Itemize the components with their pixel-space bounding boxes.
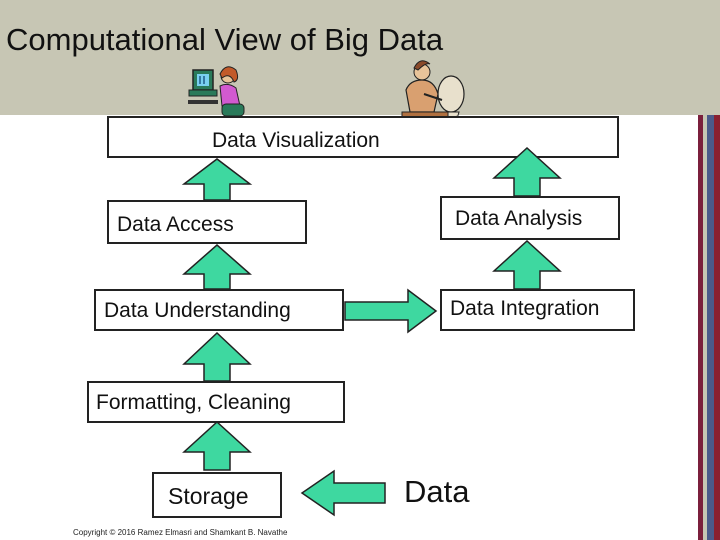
side-stripes	[698, 115, 720, 540]
data-analysis-box: Data Analysis	[440, 196, 620, 240]
person-at-computer-icon	[188, 66, 245, 120]
arrow-up-understanding-to-access	[182, 244, 252, 290]
data-access-label: Data Access	[117, 213, 234, 236]
arrow-up-integration-to-analysis	[492, 239, 562, 290]
stripe	[703, 115, 707, 540]
data-integration-label: Data Integration	[450, 297, 600, 320]
data-source-label: Data	[404, 474, 470, 509]
slide-title: Computational View of Big Data	[6, 22, 444, 57]
stripe	[714, 115, 720, 540]
arrow-left-data-to-storage	[300, 469, 386, 517]
data-understanding-label: Data Understanding	[104, 299, 291, 322]
data-analysis-label: Data Analysis	[455, 207, 583, 230]
arrow-up-access-to-visualization	[181, 158, 253, 201]
title-bar: Computational View of Big Data	[0, 0, 720, 115]
arrow-right-understanding-to-integration	[344, 288, 438, 334]
arrow-up-analysis-to-visualization	[492, 146, 562, 197]
person-at-desk-icon	[401, 60, 465, 123]
storage-label: Storage	[168, 483, 249, 509]
data-visualization-label: Data Visualization	[212, 129, 380, 152]
data-integration-box: Data Integration	[440, 289, 635, 331]
arrow-up-formatting-to-understanding	[182, 331, 252, 382]
formatting-cleaning-box: Formatting, Cleaning	[87, 381, 345, 423]
data-access-box: Data Access	[107, 200, 307, 244]
data-visualization-box: Data Visualization	[107, 116, 619, 158]
data-understanding-box: Data Understanding	[94, 289, 344, 331]
storage-box: Storage	[152, 472, 282, 518]
stripe	[707, 115, 714, 540]
arrow-up-storage-to-formatting	[182, 420, 252, 471]
formatting-cleaning-label: Formatting, Cleaning	[96, 391, 291, 414]
stripe	[698, 115, 703, 540]
copyright-text: Copyright © 2016 Ramez Elmasri and Shamk…	[73, 528, 288, 537]
